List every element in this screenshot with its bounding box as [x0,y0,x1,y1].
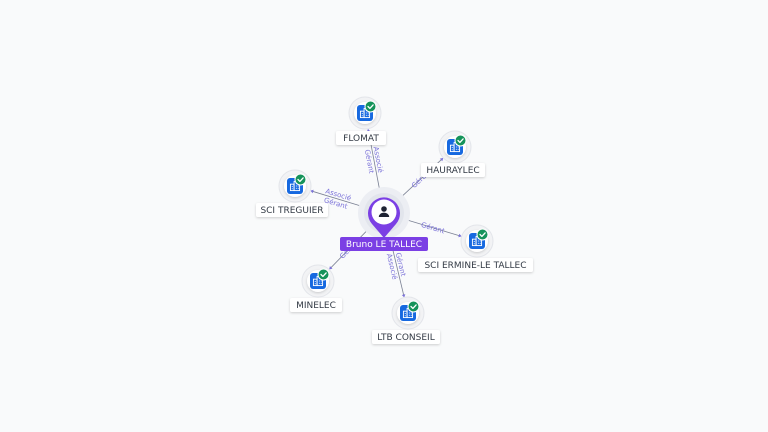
person-node[interactable] [358,187,410,239]
company-node-flomat[interactable] [348,96,382,130]
check-icon [364,100,377,113]
company-name: FLOMAT [343,134,379,144]
company-name: LTB CONSEIL [377,333,434,343]
company-name: MINELEC [296,301,336,311]
edge-sci-ermine [404,218,461,237]
edge-sci-treguier [311,190,364,207]
company-label-sci-treguier: SCI TREGUIER [256,203,328,217]
company-node-sci-treguier[interactable] [278,169,312,203]
person-label: Bruno LE TALLEC [340,237,428,251]
company-label-sci-ermine: SCI ERMINE-LE TALLEC [418,258,533,272]
company-label-ltb-conseil: LTB CONSEIL [372,330,440,344]
check-icon [476,228,489,241]
check-icon [294,173,307,186]
edge-label-sci-ermine-0: Gérant [420,221,446,236]
edge-arrow-minelec [329,266,333,270]
company-name: SCI ERMINE-LE TALLEC [424,261,526,271]
company-node-sci-ermine[interactable] [460,224,494,258]
company-name: SCI TREGUIER [260,206,323,216]
check-icon [317,268,330,281]
edge-arrow-sci-ermine [458,233,462,238]
edges-layer [310,128,462,298]
edge-arrow-ltb-conseil [401,294,406,298]
company-node-hauraylec[interactable] [438,130,472,164]
company-label-minelec: MINELEC [290,298,342,312]
edge-arrow-hauraylec [439,157,444,162]
company-node-ltb-conseil[interactable] [391,296,425,330]
check-icon [407,300,420,313]
person-icon [378,206,390,217]
company-label-hauraylec: HAURAYLEC [421,163,485,177]
company-name: HAURAYLEC [426,166,479,176]
company-label-flomat: FLOMAT [336,131,386,145]
check-icon [454,134,467,147]
company-node-minelec[interactable] [301,264,335,298]
person-name: Bruno LE TALLEC [346,240,422,250]
edge-arrow-sci-treguier [310,189,314,194]
